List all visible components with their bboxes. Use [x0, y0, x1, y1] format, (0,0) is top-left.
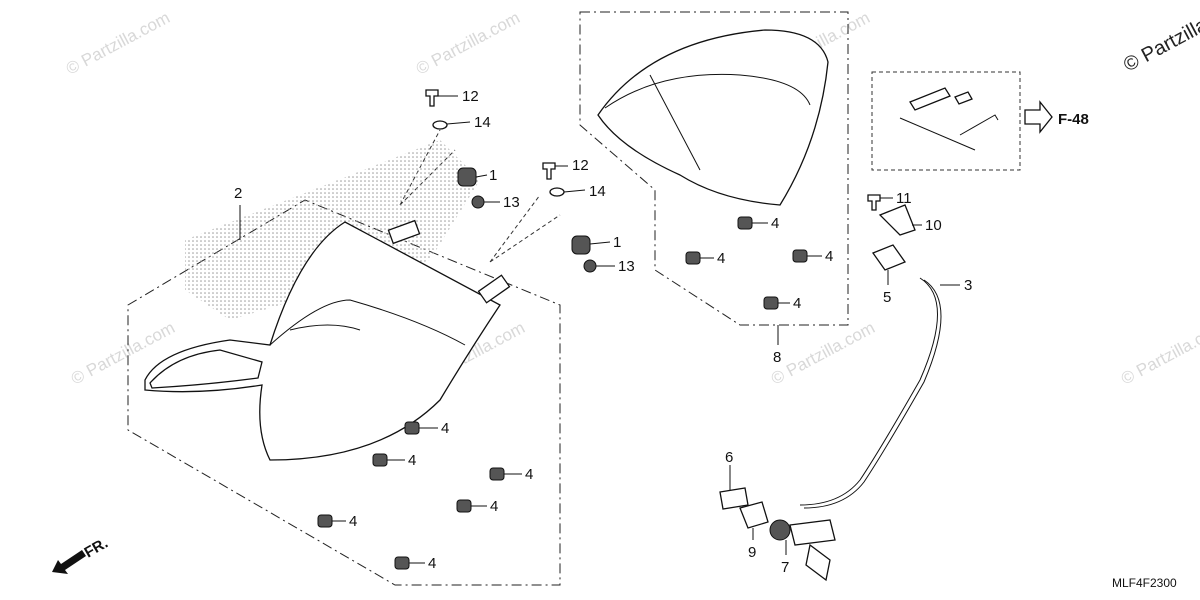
callout-14: 14 — [474, 114, 491, 131]
callout-1: 1 — [613, 234, 621, 251]
toolkit-outline — [871, 71, 1021, 171]
callout-11: 11 — [896, 190, 912, 207]
callout-13: 13 — [618, 258, 635, 275]
toolkit — [899, 87, 999, 151]
callout-3: 3 — [964, 277, 972, 294]
callout-4: 4 — [441, 420, 449, 437]
callout-10: 10 — [925, 217, 942, 234]
callout-5: 5 — [883, 289, 891, 306]
callout-13: 13 — [503, 194, 520, 211]
callout-7: 7 — [781, 559, 789, 576]
seat-shadow — [185, 140, 480, 320]
watermark: © Partzilla.com — [1118, 318, 1200, 389]
callout-14: 14 — [589, 183, 606, 200]
callout-leaders — [239, 95, 960, 564]
callout-4: 4 — [349, 513, 357, 530]
callout-6: 6 — [725, 449, 733, 466]
callout-4: 4 — [771, 215, 779, 232]
watermark-corner: © Partzilla — [1120, 14, 1200, 77]
direction-label: FR. — [82, 535, 111, 562]
callout-4: 4 — [408, 452, 416, 469]
callout-4: 4 — [825, 248, 833, 265]
fastener-parts — [425, 89, 597, 273]
callout-12: 12 — [572, 157, 589, 174]
callout-9: 9 — [748, 544, 756, 561]
callout-4: 4 — [490, 498, 498, 515]
watermark: © Partzilla.com — [413, 8, 523, 79]
seat-lock-assembly — [719, 194, 942, 582]
callout-4: 4 — [793, 295, 801, 312]
callout-4: 4 — [525, 466, 533, 483]
callout-2: 2 — [234, 185, 242, 202]
callout-1: 1 — [489, 167, 497, 184]
diagram-code: MLF4F2300 — [1112, 576, 1177, 590]
front-seat — [144, 219, 511, 461]
callout-4: 4 — [428, 555, 436, 572]
rear-seat-group-outline — [579, 11, 849, 326]
watermark: © Partzilla.com — [63, 8, 173, 79]
front-direction-arrow-icon — [52, 550, 86, 574]
watermark: © Partzilla.com — [768, 318, 878, 389]
callout-8: 8 — [773, 349, 781, 366]
callout-12: 12 — [462, 88, 479, 105]
figure-ref: F-48 — [1058, 111, 1089, 128]
grommet-parts — [457, 167, 591, 255]
rear-seat-cowl — [597, 29, 829, 206]
figure-ref-arrow-icon — [1024, 100, 1053, 134]
callout-4: 4 — [717, 250, 725, 267]
